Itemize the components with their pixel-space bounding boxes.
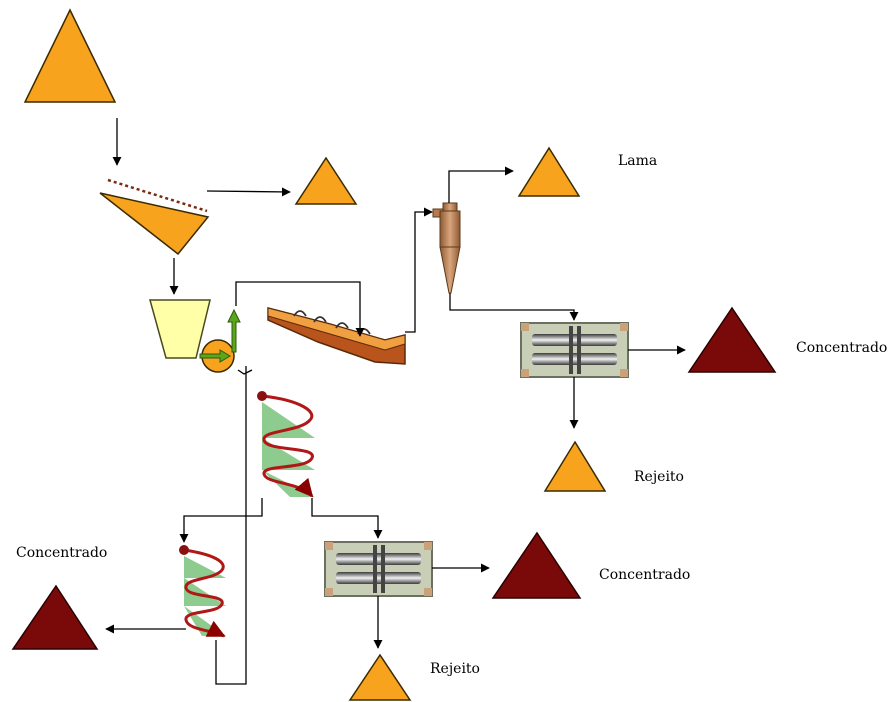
screen-oversize-arrow — [206, 187, 291, 197]
cyclone-underflow-line — [449, 293, 579, 321]
pump-to-classifier-line — [235, 281, 365, 337]
label-rejeito-1: Rejeito — [634, 469, 684, 485]
lama-stockpile-icon — [517, 146, 581, 197]
tailings-stockpile-icon-1 — [543, 440, 607, 492]
classifier-icon — [267, 307, 406, 365]
concentrate-stockpile-icon-2 — [491, 531, 582, 599]
label-rejeito-2: Rejeito — [430, 661, 480, 677]
label-concentrado-1: Concentrado — [796, 340, 887, 356]
spiral-concentrator-icon-1 — [257, 391, 315, 498]
spiral-concentrator-icon-2 — [179, 545, 226, 638]
screen-icon — [99, 178, 210, 256]
filter-press-icon-2 — [324, 541, 433, 597]
concentrate-stockpile-icon-1 — [687, 306, 777, 373]
label-concentrado-2: Concentrado — [599, 567, 690, 583]
concentrate-stockpile-icon-3 — [11, 584, 99, 650]
riser-to-spiral1-line — [237, 369, 253, 375]
flow-lines — [105, 118, 686, 685]
tailings-stockpile-icon-2 — [348, 653, 412, 701]
label-lama: Lama — [618, 153, 657, 169]
classifier-to-cyclone-line — [405, 207, 433, 333]
spiral1-tailings-to-filter2 — [311, 498, 383, 539]
cyclone-overflow-line — [448, 166, 514, 203]
hydrocyclone-icon — [432, 202, 461, 294]
filter-press-icon-1 — [520, 322, 629, 378]
label-concentrado-3: Concentrado — [16, 545, 107, 561]
feed-stockpile-icon — [23, 8, 117, 103]
pump-icon — [199, 308, 241, 373]
spiral1-to-spiral2-line — [179, 498, 263, 543]
classifier-sand-to-spiral-line — [215, 366, 247, 685]
crusher-icon — [149, 299, 211, 359]
oversize-stockpile-icon — [294, 156, 358, 205]
